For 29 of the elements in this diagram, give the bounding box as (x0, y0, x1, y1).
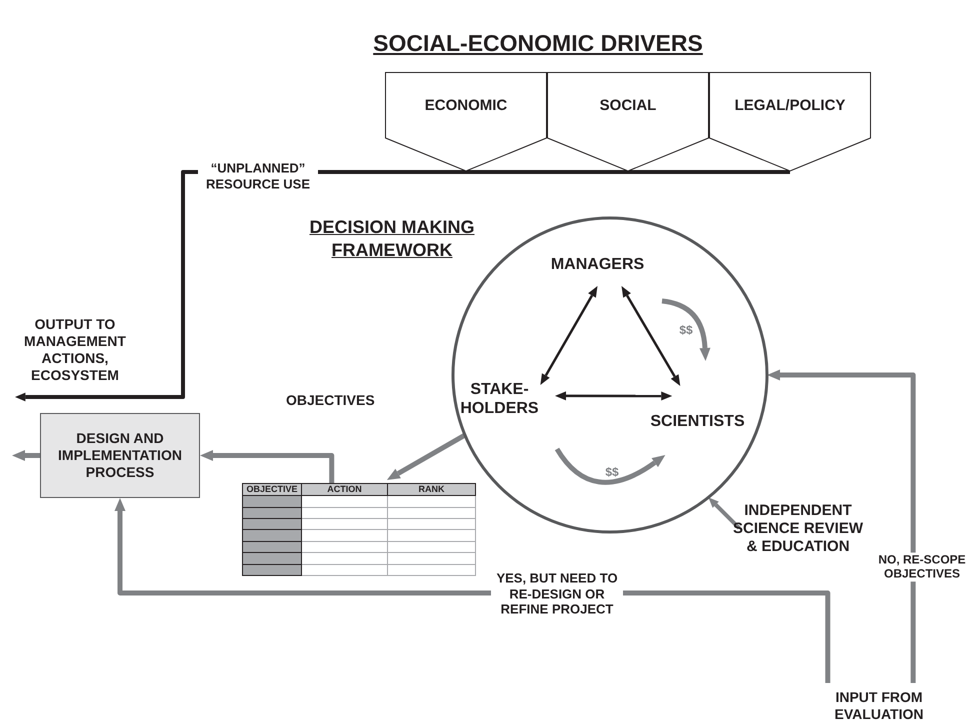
node-label: MANAGERS (550, 254, 645, 276)
node-label: STAKE- HOLDERS (452, 377, 547, 421)
double-headed-arrow (622, 286, 680, 386)
node-label: OUTPUT TO MANAGEMENT ACTIONS, ECOSYSTEM (10, 314, 140, 386)
table-header-cell: ACTION (302, 484, 388, 496)
edge-label: NO, RE-SCOPE OBJECTIVES (878, 552, 966, 582)
arrow (386, 432, 466, 480)
node-label: SCIENTISTS (640, 411, 755, 433)
curved-arrow (662, 298, 710, 361)
data-table (242, 483, 476, 576)
double-headed-arrow (555, 391, 672, 400)
diagram-title: SOCIAL-ECONOMIC DRIVERS (372, 30, 704, 57)
table-header-cell: RANK (388, 484, 476, 496)
edge-label: $$ (678, 322, 694, 338)
edge-label: $$ (604, 464, 620, 480)
arrow (767, 370, 916, 683)
arrow (708, 497, 741, 530)
text-label: OBJECTIVES (286, 392, 375, 408)
double-headed-arrow (540, 286, 598, 385)
node-label: INPUT FROM EVALUATION (818, 688, 940, 724)
process-box: DESIGN AND IMPLEMENTATION PROCESS (40, 413, 200, 498)
pentagon-tab: SOCIAL (547, 72, 709, 172)
pentagon-tab: ECONOMIC (385, 72, 547, 172)
arrow (12, 450, 40, 461)
arrow (200, 450, 334, 483)
curved-arrow (554, 448, 666, 485)
table-header-cell: OBJECTIVE (242, 484, 302, 496)
node-label: INDEPENDENT SCIENCE REVIEW & EDUCATION (728, 486, 868, 572)
pentagon-tab: LEGAL/POLICY (709, 72, 871, 172)
